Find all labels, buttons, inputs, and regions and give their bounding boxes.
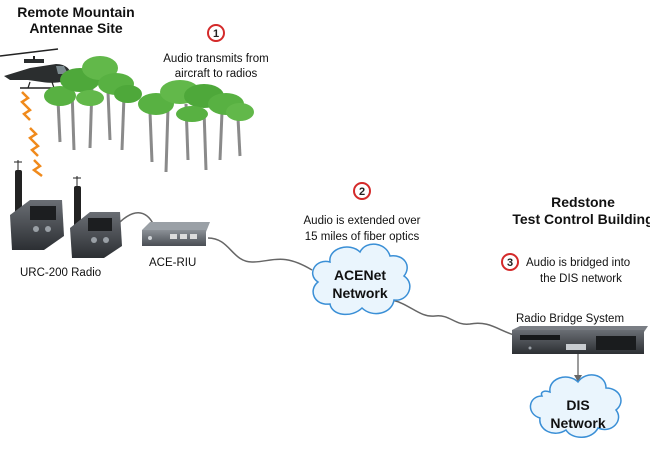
step-text-line1: Audio transmits from bbox=[163, 53, 268, 65]
building-title-line1: Redstone bbox=[551, 194, 615, 210]
radio-icon bbox=[70, 176, 122, 258]
step-1: 1 Audio transmits from aircraft to radio… bbox=[163, 24, 269, 80]
radio-label: URC-200 Radio bbox=[20, 267, 101, 279]
acenet-cloud: ACENet Network bbox=[312, 243, 411, 316]
tree-icon bbox=[138, 80, 254, 173]
acenet-title: ACENet bbox=[334, 267, 386, 283]
step-text-line2: 15 miles of fiber optics bbox=[305, 231, 420, 243]
dis-cloud: DIS Network bbox=[529, 374, 622, 438]
step-badge bbox=[501, 253, 519, 271]
arrow-head bbox=[574, 375, 582, 382]
site-title-line1: Remote Mountain bbox=[17, 4, 134, 20]
step-badge bbox=[207, 24, 225, 42]
bridge-label: Radio Bridge System bbox=[516, 313, 624, 325]
step-number: 3 bbox=[507, 257, 513, 269]
radio-icon bbox=[10, 160, 64, 250]
server-icon bbox=[512, 326, 648, 354]
riu-device-icon bbox=[142, 222, 210, 246]
cable-acenet-to-bridge bbox=[391, 299, 519, 337]
step-badge bbox=[353, 182, 371, 200]
dis-title: DIS bbox=[566, 397, 589, 413]
building-title-line2: Test Control Building bbox=[512, 211, 650, 227]
step-text-line1: Audio is extended over bbox=[304, 215, 421, 227]
tree-icon bbox=[44, 56, 142, 151]
step-text-line2: the DIS network bbox=[540, 273, 622, 285]
step-3: 3 Audio is bridged into the DIS network bbox=[501, 253, 630, 285]
site-title-line2: Antennae Site bbox=[29, 20, 123, 36]
step-2: 2 Audio is extended over 15 miles of fib… bbox=[304, 182, 421, 243]
riu-label: ACE-RIU bbox=[149, 257, 196, 269]
radio-signal-icon bbox=[20, 91, 43, 177]
step-number: 1 bbox=[213, 28, 219, 40]
dis-subtitle: Network bbox=[550, 415, 605, 431]
helicopter-icon bbox=[0, 48, 71, 89]
cable-riu-to-acenet bbox=[207, 237, 313, 271]
acenet-subtitle: Network bbox=[332, 285, 387, 301]
step-text-line1: Audio is bridged into bbox=[526, 257, 630, 269]
step-text-line2: aircraft to radios bbox=[175, 68, 258, 80]
step-number: 2 bbox=[359, 186, 365, 198]
